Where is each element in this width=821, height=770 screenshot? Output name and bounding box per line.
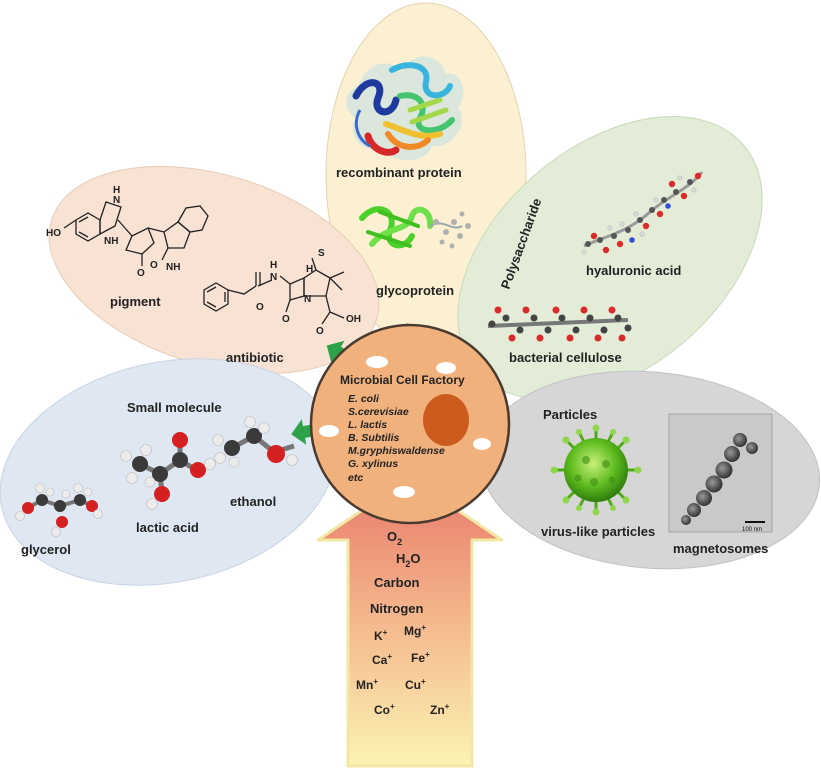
glycerol-label: glycerol bbox=[21, 542, 71, 557]
atom-label: HO bbox=[46, 228, 61, 239]
microbial-cell: Microbial Cell Factory E. coli S.cerevis… bbox=[309, 323, 511, 525]
atom-label: N bbox=[113, 195, 120, 206]
species-item: etc bbox=[348, 472, 363, 484]
magnetosomes-tem-image: 100 nm bbox=[668, 413, 773, 533]
pigment-structure-icon bbox=[63, 201, 209, 266]
lactic-acid-model-icon bbox=[120, 432, 216, 510]
hyaluronic-acid-label: hyaluronic acid bbox=[586, 263, 681, 278]
vesicle-icon bbox=[473, 438, 491, 450]
atom-label: O bbox=[150, 260, 158, 271]
species-item: G. xylinus bbox=[348, 458, 398, 470]
vesicle-icon bbox=[366, 356, 388, 368]
bacterial-cellulose-label: bacterial cellulose bbox=[509, 350, 622, 365]
antibiotic-structure-atoms: H N H S O N O O OH bbox=[256, 248, 361, 337]
species-item: B. Subtilis bbox=[348, 432, 399, 444]
ion-label: Co+ bbox=[374, 702, 395, 717]
nitrogen-label: Nitrogen bbox=[370, 601, 424, 616]
virus-like-particles-label: virus-like particles bbox=[541, 524, 655, 539]
virus-like-particle-icon bbox=[550, 424, 642, 516]
ion-label: K+ bbox=[374, 628, 388, 643]
atom-label: S bbox=[318, 248, 325, 259]
atom-label: H bbox=[113, 185, 120, 196]
atom-label: O bbox=[316, 326, 324, 337]
lactic-acid-label: lactic acid bbox=[136, 520, 199, 535]
ethanol-model-icon bbox=[212, 416, 298, 468]
vesicle-icon bbox=[393, 486, 415, 498]
atom-label: N bbox=[304, 294, 311, 305]
atom-label: OH bbox=[346, 314, 361, 325]
antibiotic-label: antibiotic bbox=[226, 350, 284, 365]
vesicle-icon bbox=[319, 425, 339, 437]
ion-label: Cu+ bbox=[405, 677, 426, 692]
hyaluronic-acid-model-icon bbox=[581, 171, 704, 255]
atom-label: NH bbox=[166, 262, 180, 273]
species-item: M.gryphiswaldense bbox=[348, 445, 445, 457]
water-label: H2O bbox=[396, 551, 421, 569]
recombinant-protein-structure-icon bbox=[346, 56, 464, 161]
ion-label: Zn+ bbox=[430, 702, 450, 717]
species-list: E. coli S.cerevisiae L. lactis B. Subtil… bbox=[348, 393, 445, 484]
carbon-label: Carbon bbox=[374, 575, 420, 590]
nutrient-labels: O2 H2O Carbon Nitrogen K+ Mg+ Ca+ Fe+ Mn… bbox=[356, 529, 450, 717]
pigment-label: pigment bbox=[110, 294, 161, 309]
petal-small-molecule bbox=[0, 358, 337, 586]
species-item: S.cerevisiae bbox=[348, 406, 409, 418]
ion-label: Fe+ bbox=[411, 650, 430, 665]
small-molecule-title: Small molecule bbox=[127, 400, 222, 415]
glycoprotein-label: glycoprotein bbox=[376, 283, 454, 298]
species-item: L. lactis bbox=[348, 419, 387, 431]
oxygen-label: O2 bbox=[387, 529, 402, 547]
nucleus-icon bbox=[423, 394, 469, 446]
glycoprotein-structure-icon bbox=[359, 206, 471, 249]
arrow-to-small-molecule-icon bbox=[291, 419, 315, 445]
atom-label: O bbox=[256, 302, 264, 313]
atom-label: NH bbox=[104, 236, 118, 247]
atom-label: N bbox=[270, 272, 277, 283]
atom-label: H bbox=[306, 264, 313, 275]
particles-title: Particles bbox=[543, 407, 597, 422]
recombinant-protein-label: recombinant protein bbox=[336, 165, 462, 180]
species-item: E. coli bbox=[348, 393, 380, 405]
magnetosomes-label: magnetosomes bbox=[673, 541, 768, 556]
atom-label: O bbox=[282, 314, 290, 325]
vesicle-icon bbox=[436, 362, 456, 374]
bacterial-cellulose-model-icon bbox=[487, 306, 632, 342]
atom-label: O bbox=[137, 268, 145, 279]
ion-label: Ca+ bbox=[372, 652, 392, 667]
scale-bar-label: 100 nm bbox=[742, 527, 762, 533]
antibiotic-structure-icon bbox=[203, 257, 345, 325]
ion-label: Mn+ bbox=[356, 677, 378, 692]
ethanol-label: ethanol bbox=[230, 494, 276, 509]
pigment-structure-atoms: H N HO NH O O NH bbox=[46, 185, 180, 279]
glycerol-model-icon bbox=[15, 483, 103, 537]
atom-label: H bbox=[270, 260, 277, 271]
cell-title: Microbial Cell Factory bbox=[340, 373, 465, 387]
ion-label: Mg+ bbox=[404, 623, 426, 638]
